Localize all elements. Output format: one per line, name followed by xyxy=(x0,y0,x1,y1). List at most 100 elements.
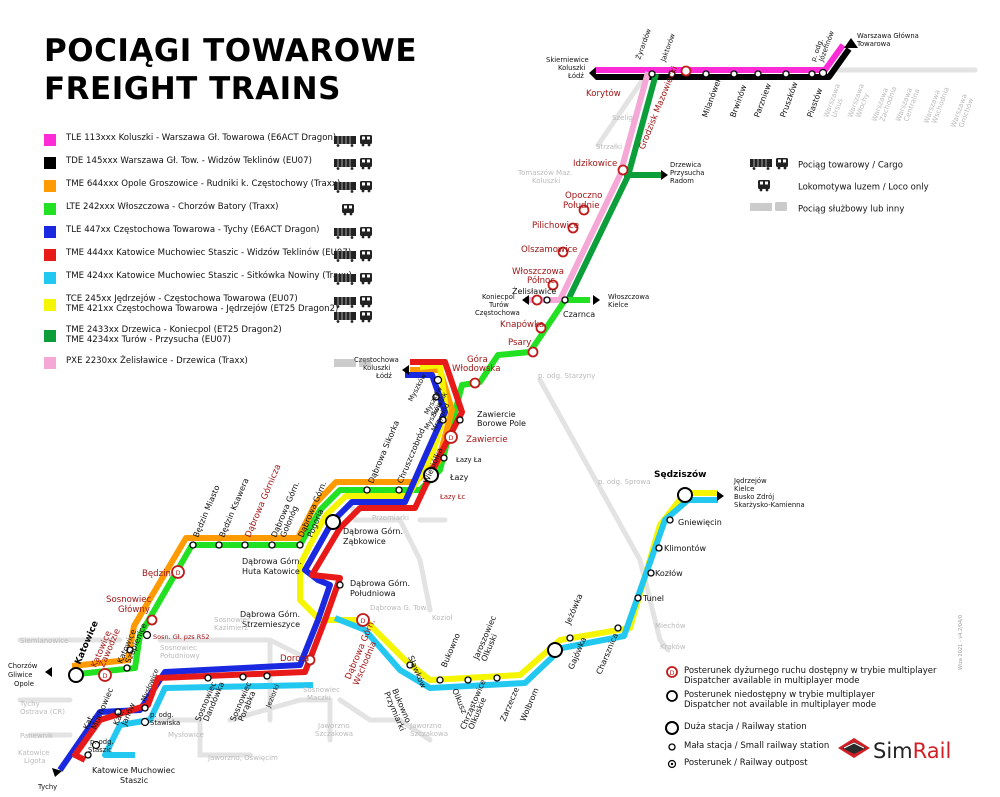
station-idzikowice: Idzikowice xyxy=(573,159,617,169)
station-pruszkow: Pruszków xyxy=(777,80,799,119)
service-train-icon xyxy=(334,358,371,367)
station-muchowiec-staszic: Katowice Muchowiec xyxy=(92,766,175,775)
map-title-line2: FREIGHT TRAINS xyxy=(44,71,341,107)
legend-text: TDE 145xxx Warszawa Gł. Tow. - Widzów Te… xyxy=(66,156,312,166)
station-sosnowiec-gl-2: Główny xyxy=(118,604,150,615)
loco-only-icon xyxy=(342,204,354,216)
station-milanowek: Milanówek xyxy=(699,75,723,119)
station-poludniowa-2: Południowa xyxy=(350,589,396,598)
legend-text-line: TME 421xx Częstochowa Towarowa - Jędrzej… xyxy=(66,304,339,314)
station-tychy-ostrava-2: Ostrava (CR) xyxy=(20,708,65,716)
legend-text: TME 644xxx Opole Groszowice - Rudniki k.… xyxy=(66,179,340,189)
symbol-label-en: Dispatcher not available in multiplayer … xyxy=(684,700,877,710)
brand-part1: Sim xyxy=(873,739,913,763)
station-jezowka: Jeżówka xyxy=(562,592,584,627)
terminal-turow: Turów xyxy=(488,301,509,309)
station-sprowa: p. odg. Sprowa xyxy=(598,478,650,486)
cargo-train-icon xyxy=(334,135,372,147)
station-zarzecze: Zarzecze xyxy=(499,686,522,723)
inactive-lines xyxy=(17,67,978,758)
station-parzniew: Parzniew xyxy=(752,82,773,119)
station-kozlow: Kozłów xyxy=(655,568,683,578)
station-dabrowa-g-tow: Dąbrowa G. Tow. xyxy=(370,604,428,612)
legend-swatch xyxy=(44,226,56,238)
legend-swatch xyxy=(44,272,56,284)
legend-train-icon xyxy=(334,156,378,176)
station-strzemieszyce-2: Strzemieszyce xyxy=(242,620,300,629)
station-bedzin: Będzin xyxy=(142,569,171,579)
line-orange xyxy=(71,367,455,669)
station-sosn-pzs: Sosn. Gł. pzs R52 xyxy=(153,633,210,641)
legend-swatch xyxy=(44,299,56,311)
legend-swatch xyxy=(44,330,56,342)
station-dorota: Dorota xyxy=(280,654,309,664)
terminal-cz-3: Łódź xyxy=(375,372,392,380)
station-miechow: Miechów xyxy=(655,622,686,630)
terminal-skierniewice: Skierniewice xyxy=(546,56,589,64)
svg-text:D: D xyxy=(669,669,674,677)
legend-text-line: TME 2433xx Drzewica - Koniecpol (ET25 Dr… xyxy=(66,325,282,335)
station-maczki: Sosnowiec xyxy=(303,686,340,694)
symbol-label: Duża stacja / Railway station xyxy=(684,722,807,732)
terminal-wloszczowa: Włoszczowa xyxy=(608,293,649,301)
station-pilichowice: Pilichowice xyxy=(532,221,579,231)
station-szczakowa2: Jaworzno xyxy=(409,722,442,730)
station-krakow: Kraków xyxy=(660,643,686,651)
station-wloszczowa-2: Północ xyxy=(527,275,555,286)
station-ligota: Katowice xyxy=(18,749,50,757)
simrail-logo-icon xyxy=(838,738,870,758)
legend-swatch xyxy=(44,357,56,369)
station-zawiercie: Zawiercie xyxy=(466,435,508,445)
line-pink-green xyxy=(525,71,662,303)
large-stations xyxy=(68,467,693,683)
terminal-busko: Busko Zdrój xyxy=(734,493,774,501)
terminal-gliwice: Gliwice xyxy=(8,671,32,679)
legend-text: TLE 113xxx Koluszki - Warszawa Gł. Towar… xyxy=(66,133,336,143)
station-poludniowy: Sosnowiec xyxy=(160,644,197,652)
legend-train-icon xyxy=(334,202,378,222)
station-jaktorow: Jaktorów xyxy=(659,32,677,64)
legend-train-icon xyxy=(334,133,378,153)
simrail-brand: SimRail xyxy=(873,739,951,763)
terminal-radom: Radom xyxy=(670,177,694,185)
station-szczakowa-2: Szczakowa xyxy=(315,730,353,738)
station-tomaszow-2: Koluszki xyxy=(532,177,560,185)
station-wloszczowa: Włoszczowa xyxy=(512,267,564,277)
station-lazy: Łazy xyxy=(449,473,469,482)
terminal-cz-2: Koluszki xyxy=(363,364,391,372)
station-symbol-row: Duża stacja / Railway station xyxy=(684,722,807,732)
station-szczakowa: Jaworzno xyxy=(317,722,350,730)
station-olszamowice: Olszamowice xyxy=(521,245,577,255)
station-staszic-odg-2: Staszic xyxy=(88,746,112,754)
station-knapowka: Knapówka xyxy=(500,319,544,330)
station-gora: Góra xyxy=(467,354,488,365)
station-klimontow: Klimontów xyxy=(664,543,706,553)
cargo-train-icon xyxy=(750,158,788,170)
terminal-cz-1: Częstochowa xyxy=(354,356,399,364)
station-tomaszow: Tomaszów Maz. xyxy=(517,169,572,177)
terminal-kielce: Kielce xyxy=(608,301,628,309)
cargo-train-icon xyxy=(334,250,372,262)
legend-text-line: TLE 113xxx Koluszki - Warszawa Gł. Towar… xyxy=(66,133,337,143)
station-symbol-row: Posterunek / Railway outpost xyxy=(684,758,808,768)
station-opoczno: Opoczno xyxy=(565,191,602,201)
train-kind-row: Pociąg służbowy lub inny xyxy=(750,200,904,219)
station-kazimierz: Sosnowiec xyxy=(214,616,251,624)
terminal-kielce2: Kielce xyxy=(734,485,754,493)
symbol-label: Mała stacja / Small railway station xyxy=(684,741,830,751)
station-zyrardow: Żyrardów xyxy=(633,27,653,61)
station-ligota-2: Ligota xyxy=(24,757,46,765)
station-gora-2: Włodowska xyxy=(452,364,501,374)
station-jaworzno-oswiecim: Jaworzno, Oświęcim xyxy=(207,754,278,762)
station-sedziszow: Sędziszów xyxy=(654,469,706,480)
legend-swatch xyxy=(44,180,56,192)
legend-text-line: TME 4234xx Turów - Przysucha (EU07) xyxy=(66,335,231,345)
legend-text-line: TME 424xx Katowice Muchowiec Staszic - S… xyxy=(66,271,352,281)
train-kind-label: Lokomotywa luzem / Loco only xyxy=(798,182,929,193)
legend-swatch xyxy=(44,203,56,215)
version-label: Wiza 2021 - v4.2/04/0 xyxy=(958,614,964,670)
legend-swatch xyxy=(44,157,56,169)
station-tunel: Tunel xyxy=(642,594,664,603)
terminal-koniecpol: Koniecpol xyxy=(482,293,515,301)
